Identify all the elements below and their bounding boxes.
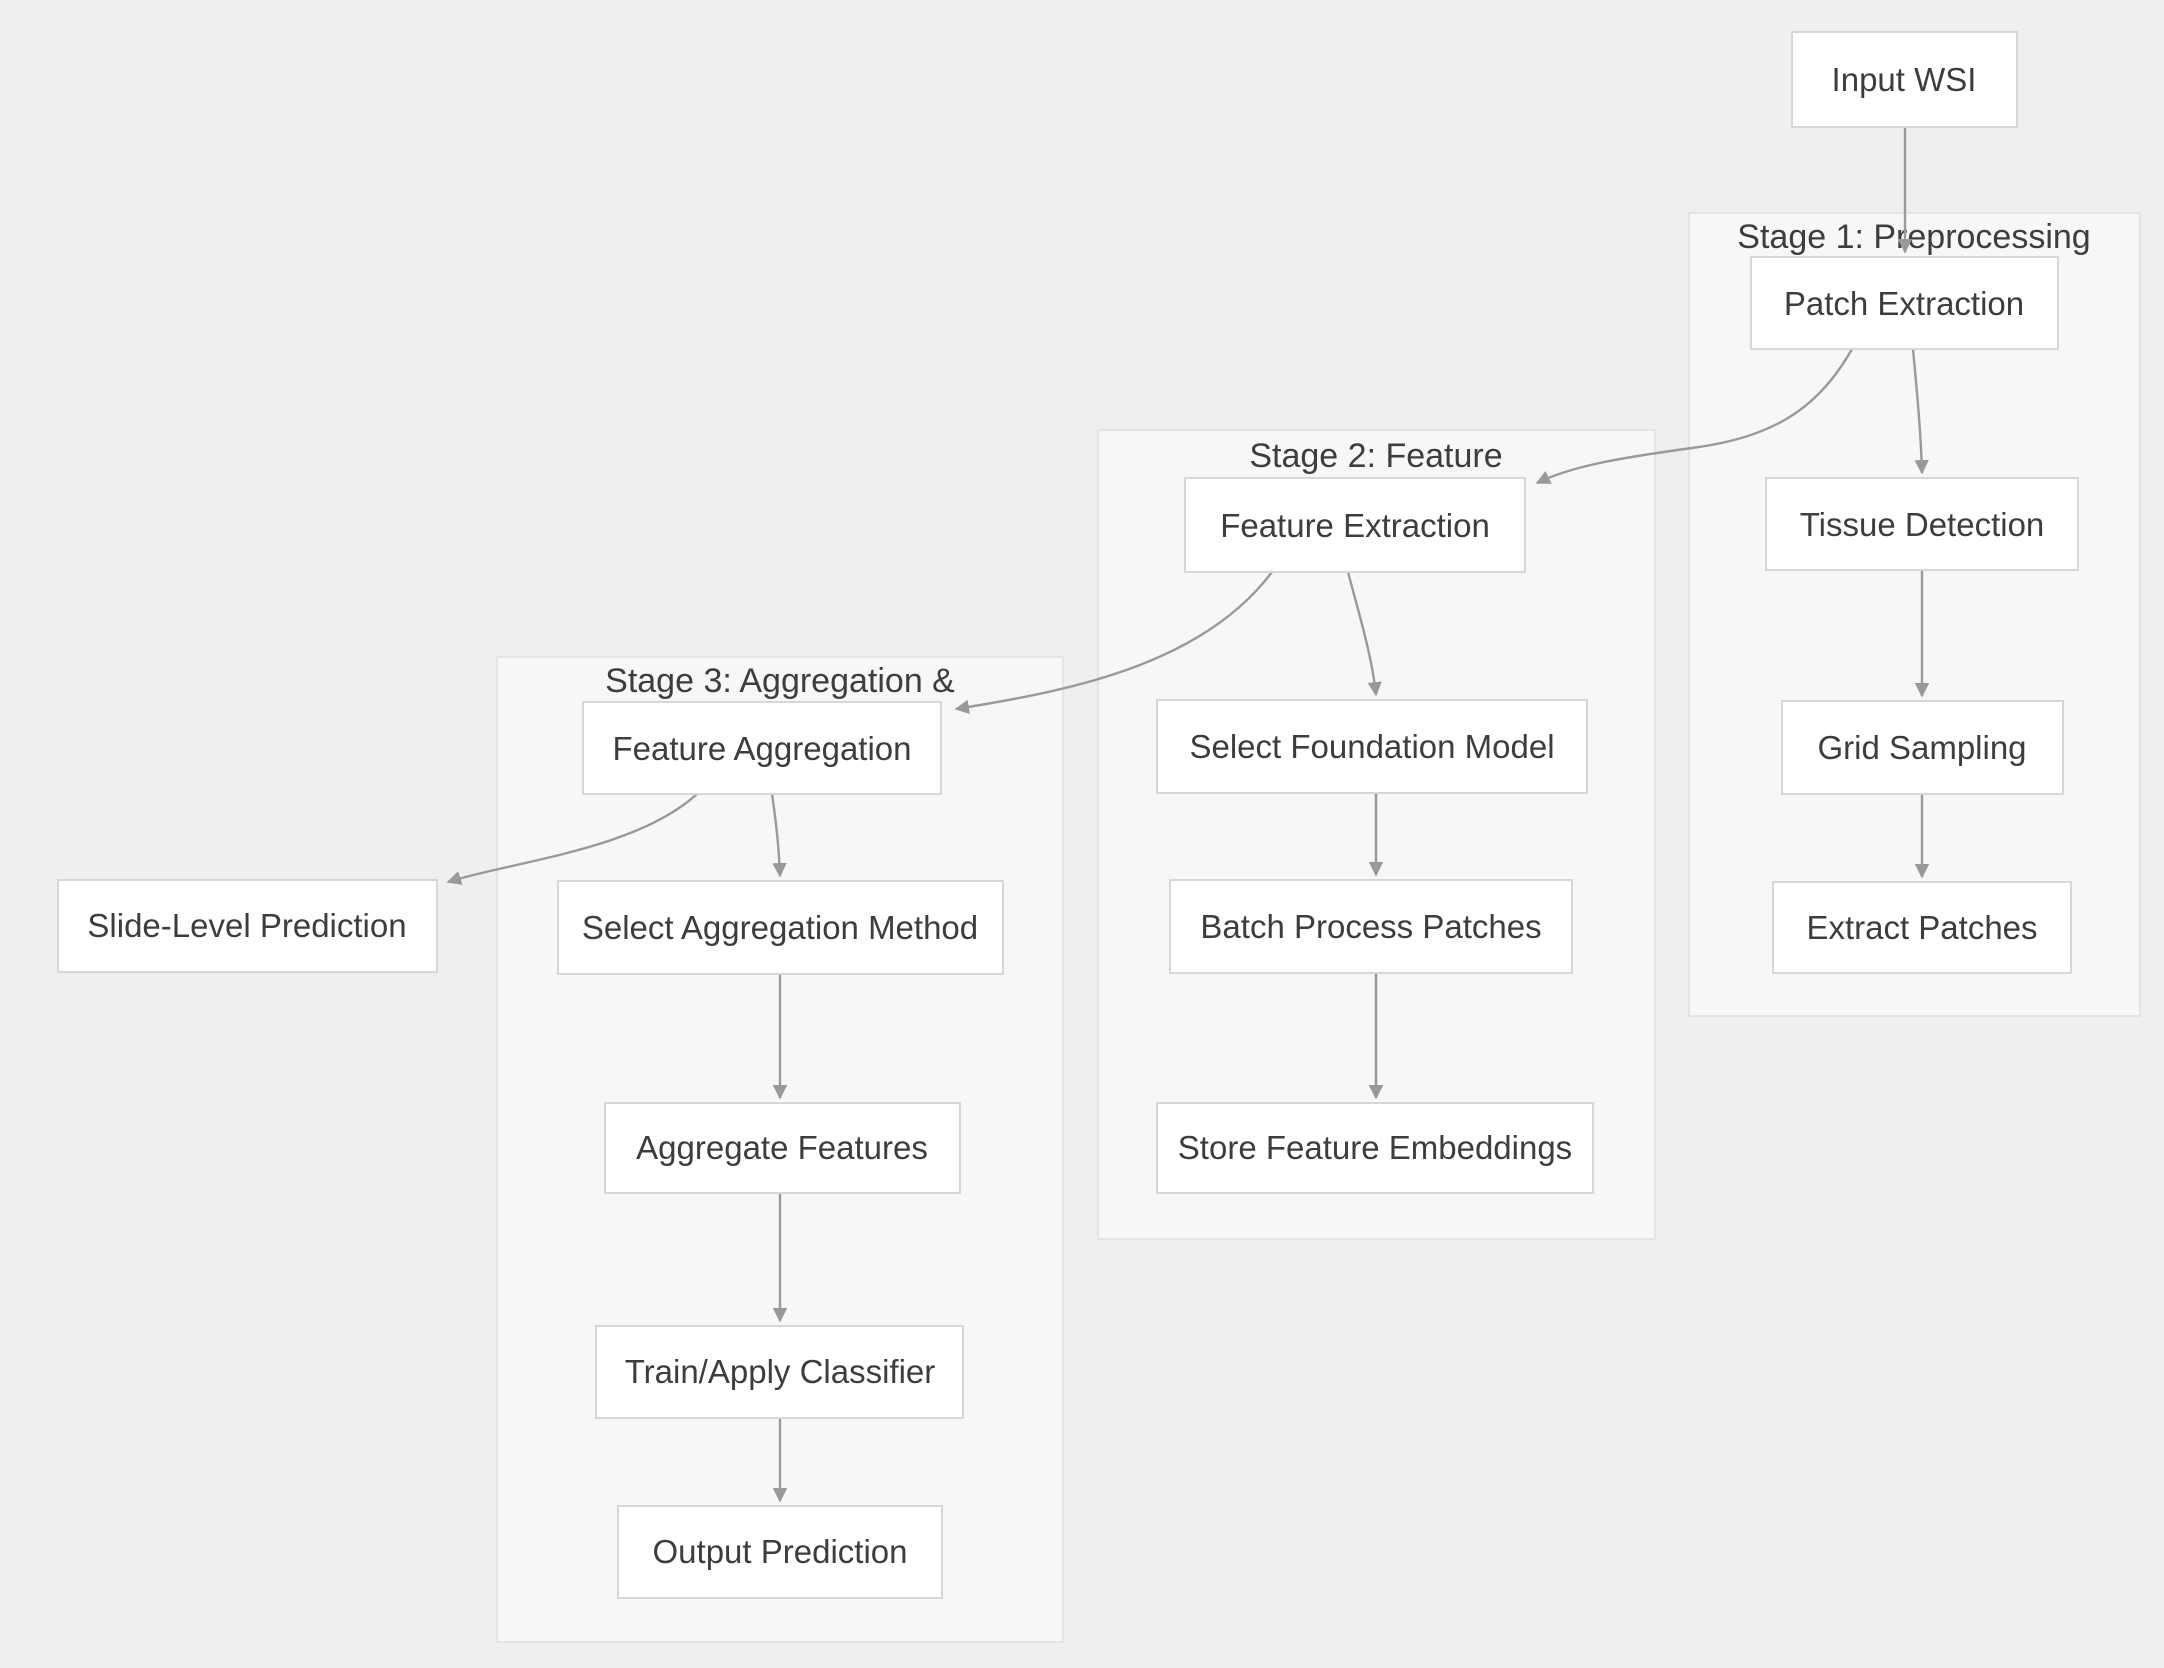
edge-patch-extraction-to-tissue-detection (1911, 348, 1929, 475)
node-patch-extraction-label: Patch Extraction (1784, 285, 2024, 322)
node-select-aggregation-method: Select Aggregation Method (557, 880, 1004, 975)
node-output-prediction: Output Prediction (617, 1505, 943, 1599)
node-aggregate-features-label: Aggregate Features (636, 1129, 928, 1166)
node-grid-sampling: Grid Sampling (1781, 700, 2064, 795)
node-tissue-detection-label: Tissue Detection (1800, 506, 2045, 543)
stage-3-label: Stage 3: Aggregation & (605, 662, 955, 700)
node-batch-process-patches-label: Batch Process Patches (1200, 908, 1541, 945)
node-slide-level-prediction-label: Slide-Level Prediction (87, 907, 406, 944)
node-feature-aggregation-label: Feature Aggregation (612, 730, 911, 767)
stage-2-label: Stage 2: Feature (1249, 437, 1502, 475)
node-store-feature-embeddings-label: Store Feature Embeddings (1178, 1129, 1572, 1166)
node-tissue-detection: Tissue Detection (1765, 477, 2079, 571)
node-extract-patches-label: Extract Patches (1806, 909, 2037, 946)
node-store-feature-embeddings: Store Feature Embeddings (1156, 1102, 1594, 1194)
node-feature-extraction-label: Feature Extraction (1220, 507, 1490, 544)
node-input-wsi: Input WSI (1791, 31, 2018, 128)
edge-feature-aggregation-to-slide-level-prediction (446, 793, 698, 885)
edge-feature-extraction-to-feature-aggregation (954, 571, 1273, 715)
node-grid-sampling-label: Grid Sampling (1817, 729, 2026, 766)
edges (446, 127, 1930, 1503)
edge-feature-extraction-to-select-foundation-model (1346, 571, 1382, 697)
node-aggregate-features: Aggregate Features (604, 1102, 961, 1194)
node-output-prediction-label: Output Prediction (653, 1533, 908, 1570)
node-feature-aggregation: Feature Aggregation (582, 701, 942, 795)
node-select-foundation-model: Select Foundation Model (1156, 699, 1588, 794)
node-slide-level-prediction: Slide-Level Prediction (57, 879, 438, 973)
node-input-wsi-label: Input WSI (1832, 61, 1977, 98)
edge-feature-aggregation-to-select-aggregation-method (770, 793, 787, 878)
node-extract-patches: Extract Patches (1772, 881, 2072, 974)
node-train-apply-classifier: Train/Apply Classifier (595, 1325, 964, 1419)
stage-1-label: Stage 1: Preprocessing (1737, 218, 2090, 256)
node-patch-extraction: Patch Extraction (1750, 256, 2059, 350)
node-select-foundation-model-label: Select Foundation Model (1189, 728, 1554, 765)
node-select-aggregation-method-label: Select Aggregation Method (582, 909, 978, 946)
node-train-apply-classifier-label: Train/Apply Classifier (625, 1353, 936, 1390)
node-feature-extraction: Feature Extraction (1184, 477, 1526, 573)
edge-patch-extraction-to-feature-extraction (1535, 348, 1854, 485)
node-batch-process-patches: Batch Process Patches (1169, 879, 1573, 974)
